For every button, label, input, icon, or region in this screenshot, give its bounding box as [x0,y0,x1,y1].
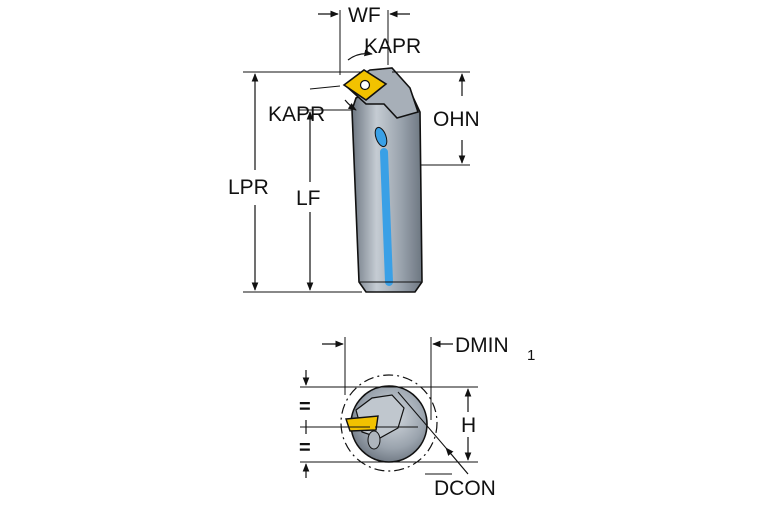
dcon-label: DCON [434,477,496,500]
lf-label: LF [296,187,321,210]
lpr-label: LPR [228,176,269,199]
ohn-dimension: OHN [392,71,480,166]
symmetry-dimension: = = [299,370,370,478]
equal-mark-lower: = [299,437,311,459]
kapr-top-label: KAPR [364,35,421,58]
dmin-label: DMIN [455,334,509,357]
kapr-top-dimension: KAPR [347,35,421,61]
dmin1-dimension: DMIN 1 [322,334,535,420]
kapr-left-label: KAPR [268,103,325,126]
h-label: H [461,414,476,437]
coolant-outlet [374,126,388,148]
wf-label: WF [348,4,381,27]
ohn-label: OHN [433,108,480,131]
wf-dimension: WF [318,4,410,75]
h-dimension: H [300,386,478,463]
end-view-insert [345,415,379,432]
dmin-circle [340,374,438,472]
lf-dimension: LF [296,109,352,291]
equal-mark-upper: = [299,396,311,418]
coolant-channel [380,148,393,286]
dmin-subscript: 1 [527,347,535,364]
end-view-pocket [367,430,381,450]
end-view [340,374,438,472]
insert-screw [359,79,371,91]
kapr-left-dimension: KAPR [268,85,357,126]
dcon-dimension: DCON [397,391,496,500]
lpr-dimension: LPR [228,71,362,293]
side-view [342,67,423,293]
